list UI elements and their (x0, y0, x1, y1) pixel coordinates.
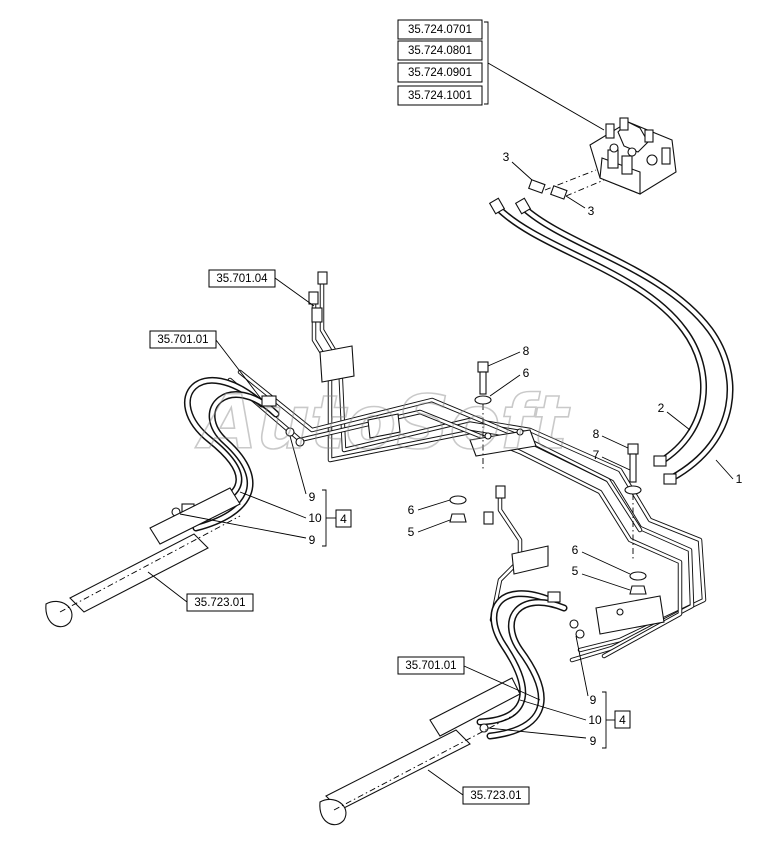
leader-35723-01-right (427, 769, 464, 796)
clamp-plates (319, 345, 665, 635)
callout-8-right: 8 (593, 427, 600, 441)
ref-35701-04: 35.701.04 (216, 273, 268, 285)
bolt-8-top (474, 361, 492, 470)
washer-nut-right (629, 571, 647, 595)
valve-ref-box-2[interactable]: 35.724.0801 (397, 40, 483, 61)
valve-ref-4: 35.724.1001 (408, 90, 472, 102)
ref-box-4-right[interactable]: 4 (614, 710, 631, 729)
left-cylinder (45, 487, 241, 628)
callout-6-top: 6 (523, 366, 530, 380)
callout-4-right: 4 (619, 713, 626, 727)
callout-9-right-top: 9 (590, 693, 597, 707)
ref-35701-01-right: 35.701.01 (405, 660, 456, 672)
ref-box-35723-01-left[interactable]: 35.723.01 (186, 593, 254, 612)
callout-5-mid: 5 (408, 525, 415, 539)
callout-10-right: 10 (588, 713, 602, 727)
valve-reference-stack: 35.724.0701 35.724.0801 35.724.0901 35.7… (397, 19, 605, 131)
valve-ref-3: 35.724.0901 (408, 67, 472, 79)
callout-8-top: 8 (523, 344, 530, 358)
valve-ref-box-4[interactable]: 35.724.1001 (397, 85, 483, 106)
ref-box-35701-01-left[interactable]: 35.701.01 (149, 330, 217, 349)
valve-ref-box-3[interactable]: 35.724.0901 (397, 62, 483, 83)
callout-6-right: 6 (572, 543, 579, 557)
callout-6-mid: 6 (408, 503, 415, 517)
leader-35701-01-right (463, 665, 541, 701)
valve-ref-2: 35.724.0801 (408, 45, 472, 57)
callout-3-left: 3 (503, 150, 510, 164)
fitting-3-right (550, 179, 605, 200)
fitting-3-left (528, 169, 597, 194)
control-valve (589, 117, 677, 195)
valve-ref-box-1[interactable]: 35.724.0701 (397, 19, 483, 40)
ref-box-35701-01-right[interactable]: 35.701.01 (397, 656, 465, 675)
callout-9-right-bottom: 9 (590, 734, 597, 748)
callout-5-right: 5 (572, 564, 579, 578)
leader-35701-04 (274, 277, 315, 307)
ref-box-4-left[interactable]: 4 (335, 509, 352, 528)
leader-35723-01-left (147, 571, 188, 603)
valve-ref-leader (487, 62, 605, 131)
callout-3-right: 3 (588, 204, 595, 218)
callouts: 1 2 3 3 8 6 8 7 6 5 6 5 9 10 9 (179, 150, 743, 749)
ref-35723-01-left: 35.723.01 (194, 597, 245, 609)
leader-35701-01-left (215, 339, 263, 401)
callout-9-left-top: 9 (309, 490, 316, 504)
valve-ref-bracket (484, 21, 489, 105)
hose-2 (488, 197, 708, 467)
callout-7: 7 (593, 448, 600, 462)
callout-4-left: 4 (340, 512, 347, 526)
washer-nut-left (449, 495, 467, 523)
bolt-8-right (624, 443, 642, 560)
ref-box-35723-01-right[interactable]: 35.723.01 (462, 786, 530, 805)
watermark-text: AutoSoft (195, 380, 570, 466)
ref-35723-01-right: 35.723.01 (470, 790, 521, 802)
ref-box-35701-04[interactable]: 35.701.04 (208, 269, 276, 288)
ref-35701-01-left: 35.701.01 (157, 334, 208, 346)
pipe-fittings-top (308, 271, 506, 525)
hose-1 (514, 197, 734, 485)
callout-1: 1 (736, 472, 743, 486)
callout-10-left: 10 (308, 511, 322, 525)
right-cylinder-hoses (476, 590, 585, 740)
right-cylinder (319, 677, 521, 826)
valve-ref-1: 35.724.0701 (408, 24, 472, 36)
callout-2: 2 (658, 401, 665, 415)
callout-9-left-bottom: 9 (309, 533, 316, 547)
